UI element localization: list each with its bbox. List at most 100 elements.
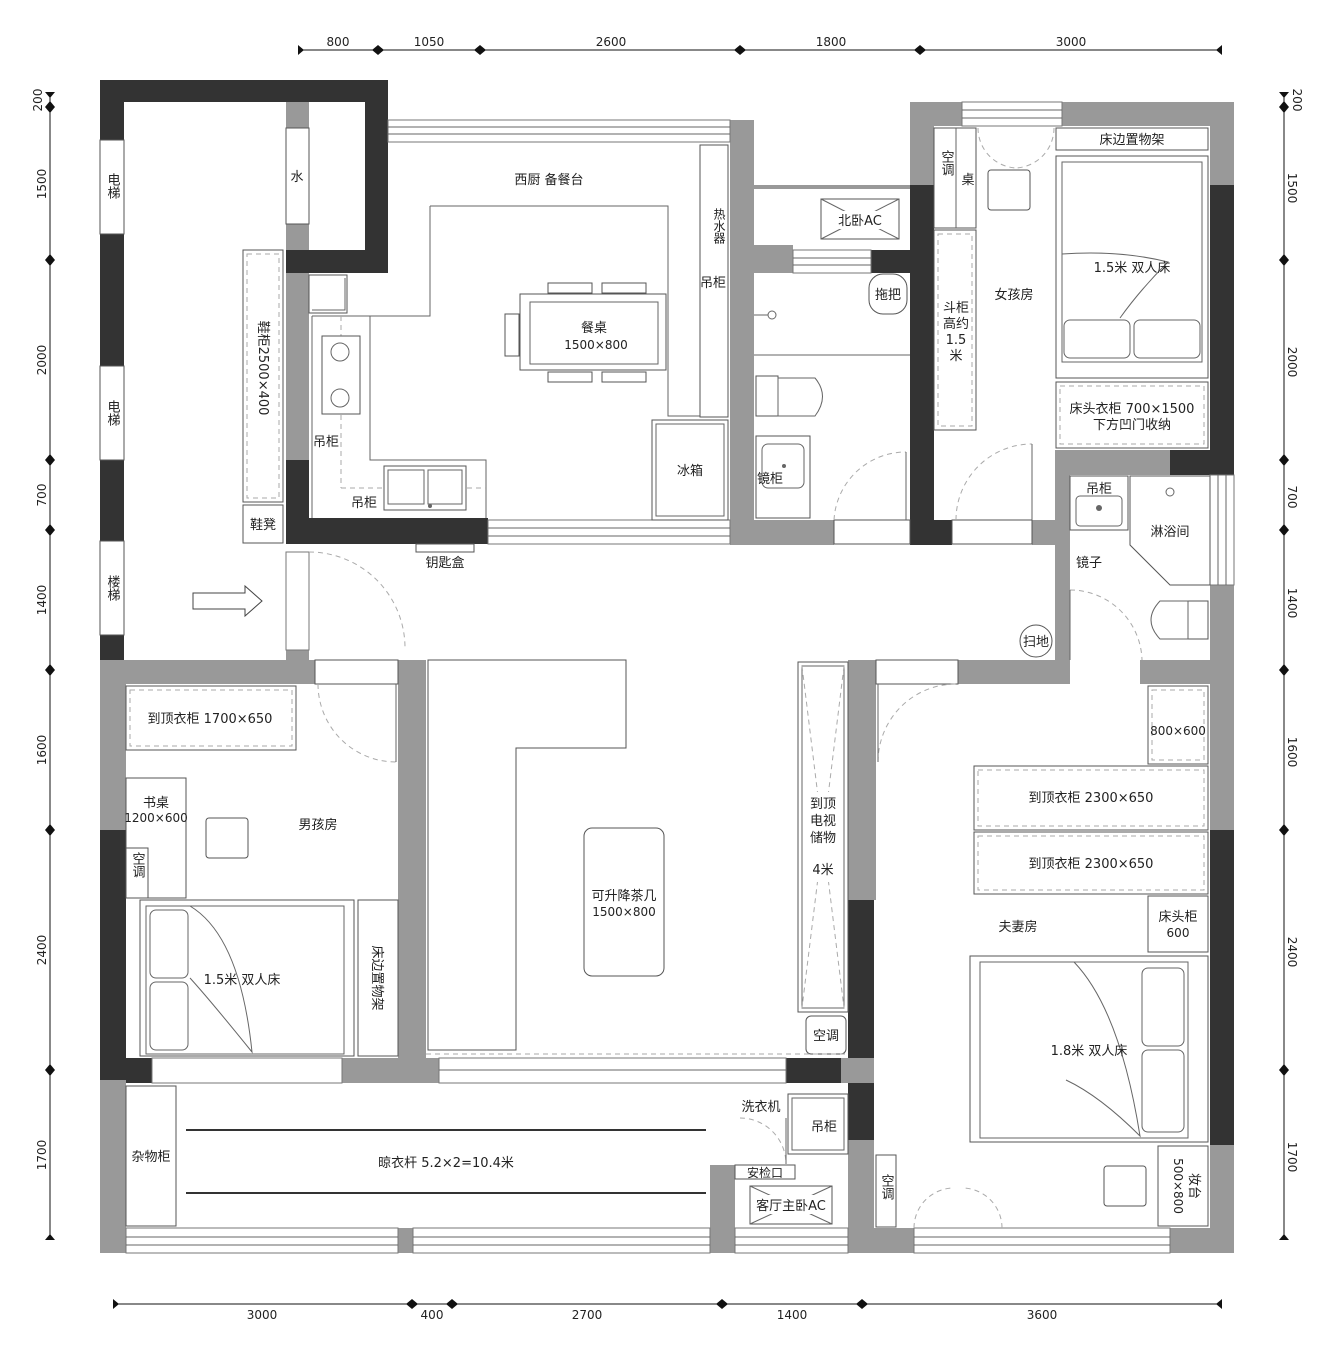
dim-right-3: 2000 — [1285, 347, 1299, 378]
dim-bottom-5: 3600 — [1027, 1308, 1058, 1322]
mop-label: 拖把 — [875, 288, 901, 303]
cab-800-label: 800×600 — [1150, 724, 1206, 738]
balcony: 杂物柜 晾衣杆 5.2×2=10.4米 洗衣机 吊柜 安检口 客厅主卧AC — [125, 1085, 849, 1227]
dining-table: 餐桌 1500×800 — [504, 282, 667, 383]
master-room-label: 夫妻房 — [998, 919, 1037, 935]
stairs-label: 楼梯 — [105, 575, 121, 601]
water-label: 水 — [290, 170, 303, 185]
access-label: 安检口 — [747, 1165, 783, 1180]
dim-right-8: 1700 — [1285, 1142, 1299, 1173]
boys-room: 男孩房 到顶衣柜 1700×650 书桌 1200×600 空调 1.5米 双人… — [124, 659, 399, 1057]
kitchen-label: 西厨 备餐台 — [514, 172, 583, 188]
dim-left-7: 2400 — [35, 935, 49, 966]
desk-boy-size: 1200×600 — [124, 811, 188, 825]
dresser-size: 500×800 — [1171, 1158, 1185, 1214]
wardrobe-girl-label: 床头衣柜 700×1500 — [1070, 401, 1195, 417]
tv-storage-label-1: 到顶 — [810, 797, 836, 812]
dim-top-2: 1050 — [414, 35, 445, 49]
dining-table-label: 餐桌 — [581, 320, 607, 336]
dim-top-5: 3000 — [1056, 35, 1087, 49]
north-bath: 北卧AC 拖把 镜柜 — [754, 198, 911, 545]
dim-bottom-1: 3000 — [247, 1308, 278, 1322]
north-ac-label: 北卧AC — [838, 214, 882, 229]
nightstand-size: 600 — [1167, 926, 1190, 940]
boys-room-label: 男孩房 — [298, 817, 337, 833]
dim-right-5: 1400 — [1285, 588, 1299, 619]
dim-top-3: 2600 — [596, 35, 627, 49]
chest-cab-label-1: 斗柜 — [943, 301, 969, 316]
dim-top-4: 1800 — [816, 35, 847, 49]
desk-boy-label: 书桌 — [143, 796, 169, 811]
dim-top-1: 800 — [327, 35, 350, 49]
mirror-cabinet-label: 镜柜 — [757, 472, 783, 487]
tv-storage-label-2: 电视 — [810, 814, 836, 829]
dim-left-4: 700 — [35, 484, 49, 507]
fridge-label: 冰箱 — [677, 463, 703, 479]
chest-cab-label-2: 高约 — [943, 316, 969, 332]
water-shaft: 水 — [285, 127, 310, 225]
girls-room-label: 女孩房 — [994, 287, 1033, 303]
mirror-label: 镜子 — [1076, 556, 1102, 571]
entry-arrow-icon — [192, 584, 263, 618]
windows — [125, 101, 1235, 1254]
elevator-2-label: 电梯 — [105, 400, 121, 426]
bed-boy-label: 1.5米 双人床 — [204, 973, 281, 988]
hanging-cab-kitchen: 吊柜 — [700, 276, 726, 291]
shoe-cabinet-label: 鞋柜2500×400 — [255, 321, 271, 416]
dimension-ticks — [45, 45, 1289, 1309]
ac-boy-label: 空调 — [130, 852, 146, 878]
desk-girl-label: 桌 — [961, 173, 974, 188]
dim-bottom-4: 1400 — [777, 1308, 808, 1322]
water-heater-label: 热水器 — [712, 208, 726, 245]
hanging-cab-bath: 吊柜 — [1086, 482, 1112, 497]
shelf-boy-label: 床边置物架 — [369, 945, 384, 1010]
wardrobe-boy-label: 到顶衣柜 1700×650 — [148, 711, 273, 727]
shower-bath: 吊柜 淋浴间 镜子 扫地 — [1019, 475, 1211, 661]
shoe-bench-label: 鞋凳 — [250, 517, 276, 533]
dimension-labels-right: 200 1500 2000 700 1400 1600 2400 1700 — [1285, 89, 1304, 1173]
wardrobe-master-2: 到顶衣柜 2300×650 — [1029, 856, 1154, 872]
dim-bottom-2: 400 — [421, 1308, 444, 1322]
sweep-label: 扫地 — [1023, 635, 1049, 650]
sundry-label: 杂物柜 — [131, 1150, 170, 1165]
tv-length-label: 4米 — [812, 863, 833, 878]
hanging-cab-left: 吊柜 — [313, 435, 339, 450]
elevator-1: 电梯 — [99, 139, 125, 235]
dim-left-8: 1700 — [35, 1140, 49, 1171]
dim-right-1: 200 — [1290, 89, 1304, 112]
dim-right-7: 2400 — [1285, 937, 1299, 968]
dim-left-6: 1600 — [35, 735, 49, 766]
dim-left-5: 1400 — [35, 585, 49, 616]
dimension-labels-bottom: 3000 400 2700 1400 3600 — [247, 1308, 1058, 1322]
bed-master-label: 1.8米 双人床 — [1051, 1044, 1128, 1059]
ac-girl-label: 空调 — [939, 150, 955, 176]
bed-girl-label: 1.5米 双人床 — [1094, 261, 1171, 276]
elevator-1-label: 电梯 — [105, 173, 121, 199]
shoe-bench: 鞋凳 — [242, 504, 284, 544]
dim-left-2: 1500 — [35, 169, 49, 200]
stairs: 楼梯 — [99, 540, 125, 636]
chest-cab-label-3: 1.5 — [946, 333, 967, 348]
dim-right-6: 1600 — [1285, 737, 1299, 768]
clothes-rail-label: 晾衣杆 5.2×2=10.4米 — [378, 1155, 514, 1171]
shoe-cabinet: 鞋柜2500×400 — [242, 249, 284, 503]
dim-right-4: 700 — [1285, 486, 1299, 509]
tv-storage-label-3: 储物 — [810, 831, 836, 846]
wardrobe-girl-label-2: 下方凹门收纳 — [1093, 417, 1171, 433]
dim-left-1: 200 — [31, 89, 45, 112]
dimension-labels-left: 200 1500 2000 700 1400 1600 2400 1700 — [31, 89, 49, 1171]
kitchen: 西厨 备餐台 吊柜 吊柜 热水器 吊柜 冰箱 钥匙盒 — [308, 144, 729, 571]
dresser-label: 妆台 — [1186, 1173, 1201, 1199]
elevator-2: 电梯 — [99, 365, 125, 461]
ac-living-label: 空调 — [813, 1029, 839, 1044]
coffee-table-label: 可升降茶几 — [591, 888, 656, 904]
dimension-labels-top: 800 1050 2600 1800 3000 — [327, 35, 1087, 49]
master-room: 夫妻房 800×600 到顶衣柜 2300×650 到顶衣柜 2300×650 … — [875, 659, 1209, 1229]
hanging-cab-balcony: 吊柜 — [811, 1120, 837, 1135]
living-ac-label: 客厅主卧AC — [756, 1198, 826, 1214]
dim-left-3: 2000 — [35, 345, 49, 376]
coffee-table-size: 1500×800 — [592, 905, 656, 919]
key-box-label: 钥匙盒 — [425, 555, 464, 571]
girls-room: 女孩房 空调 桌 斗柜 高约 1.5 米 床边置物架 1.5米 双人床 床头衣柜… — [933, 127, 1209, 545]
